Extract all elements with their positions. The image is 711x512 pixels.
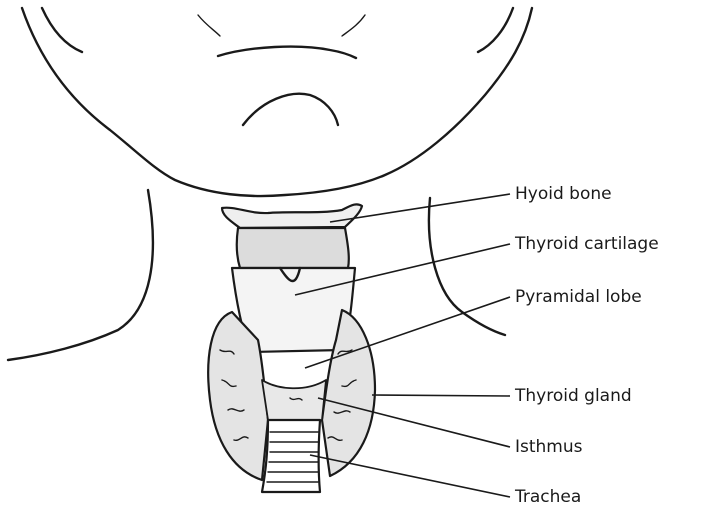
hyoid-bone bbox=[222, 204, 362, 228]
label-isthmus: Isthmus bbox=[515, 437, 583, 457]
label-thyroid-cartilage: Thyroid cartilage bbox=[515, 234, 659, 254]
head-outline bbox=[22, 8, 532, 196]
label-hyoid-bone: Hyoid bone bbox=[515, 184, 612, 204]
label-trachea: Trachea bbox=[515, 487, 581, 507]
label-thyroid-gland: Thyroid gland bbox=[515, 386, 632, 406]
label-pyramidal-lobe: Pyramidal lobe bbox=[515, 287, 642, 307]
